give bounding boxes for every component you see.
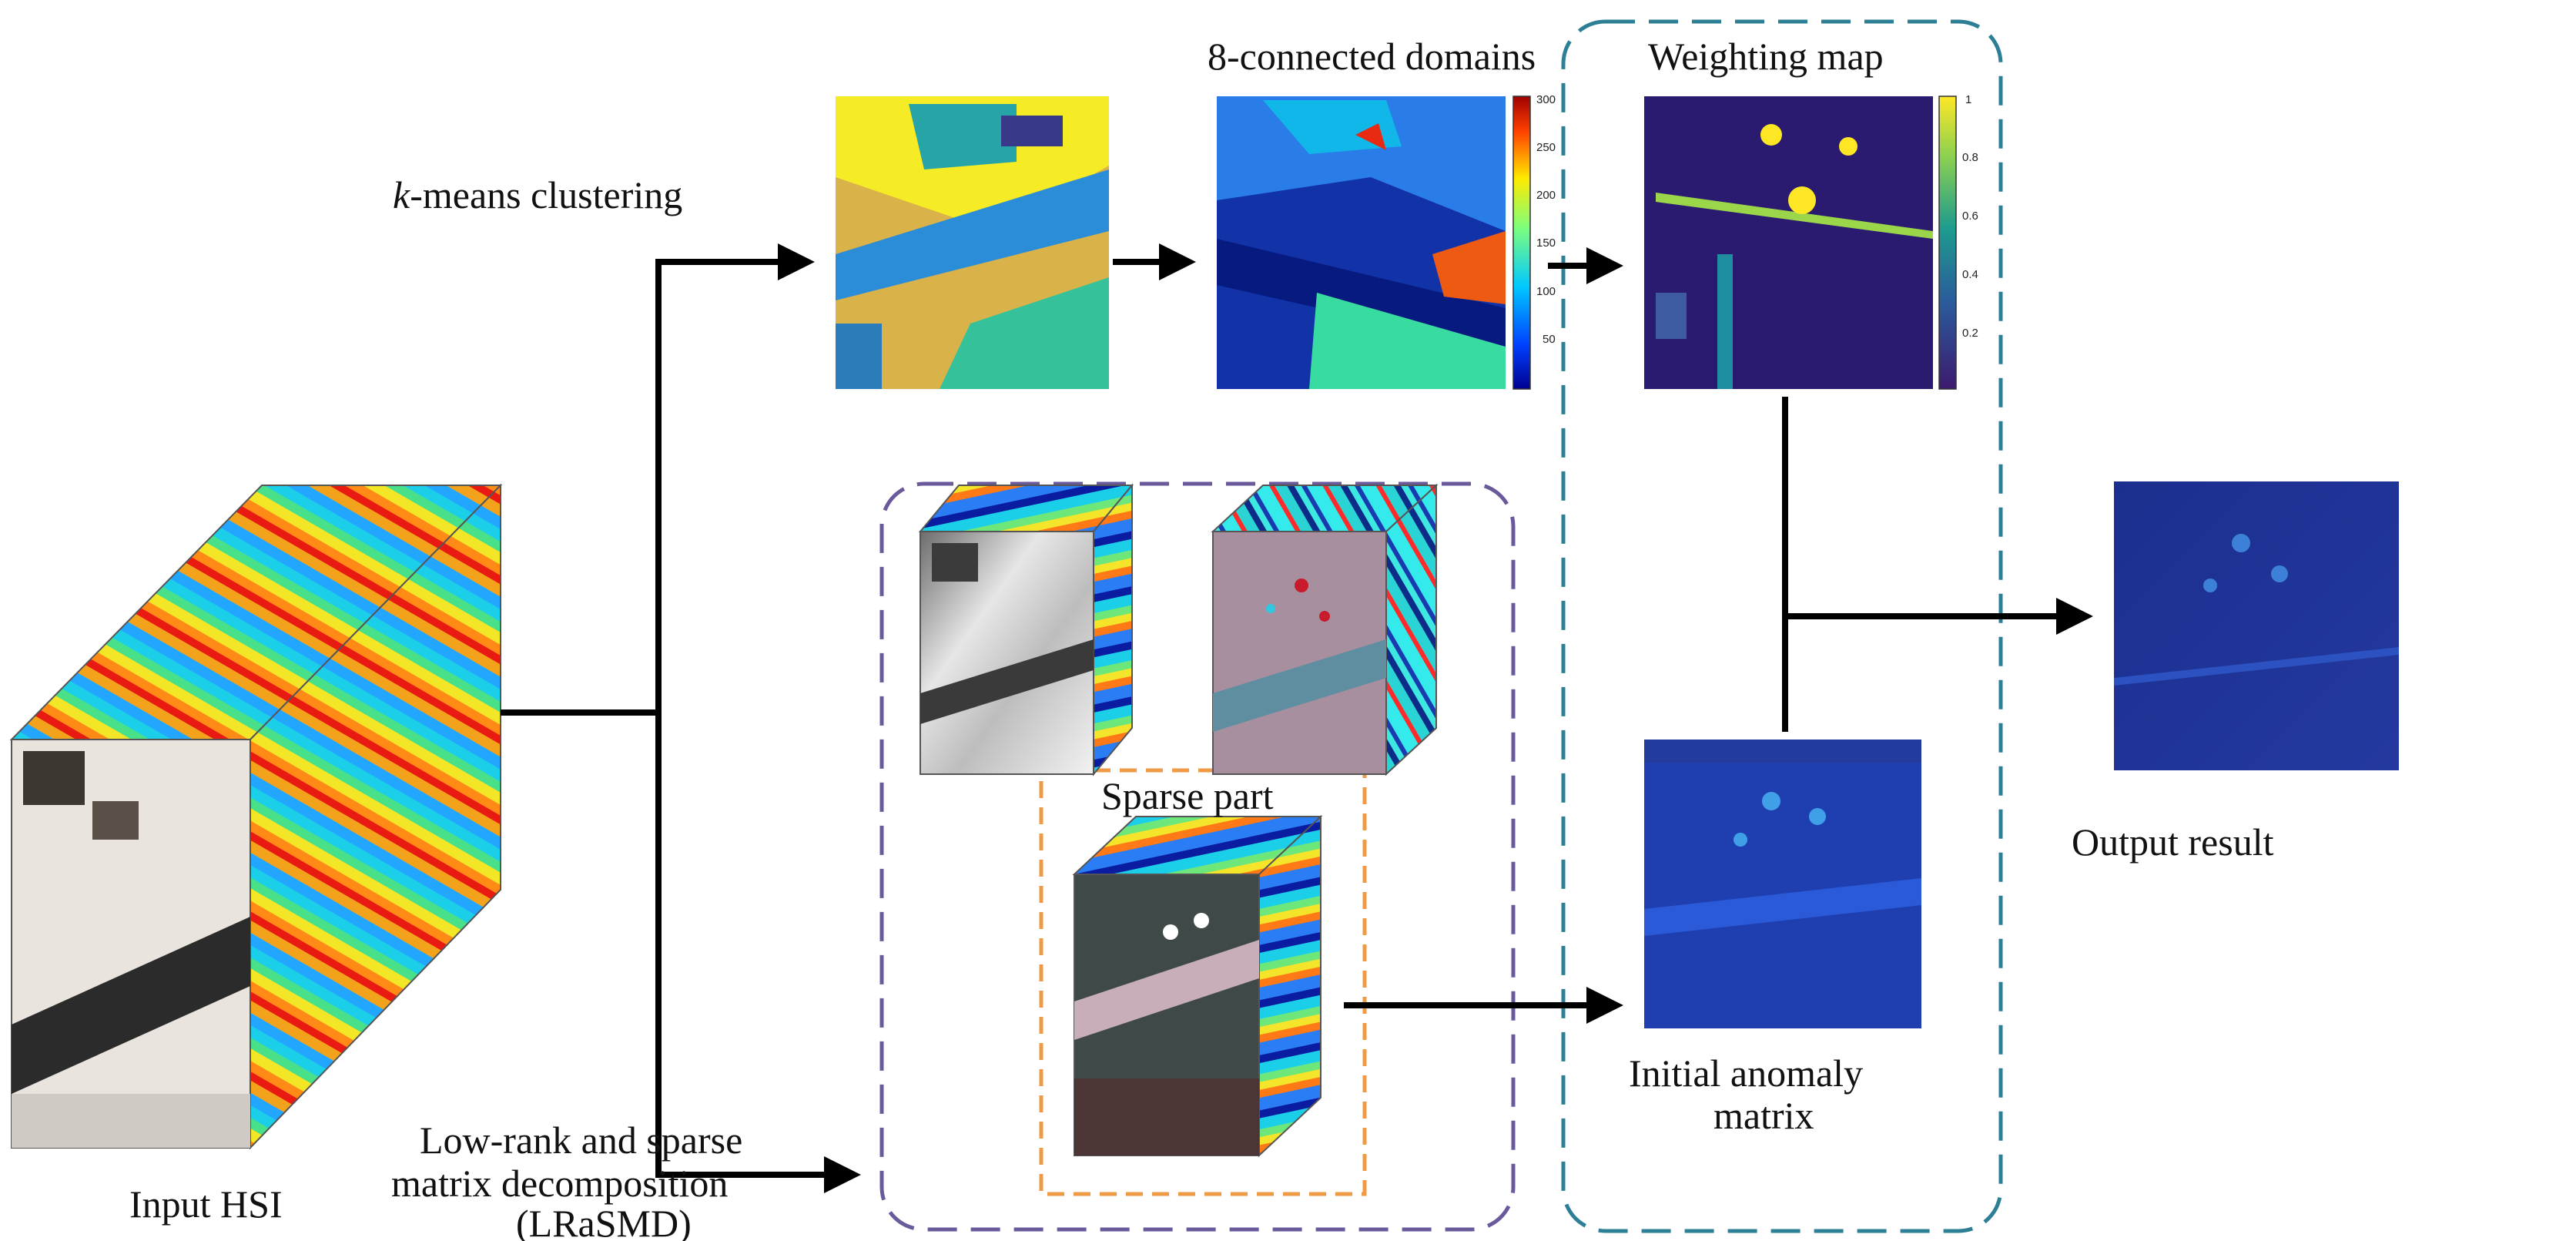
output-result-map <box>2114 481 2399 770</box>
weighting-colorbar <box>1938 96 1957 390</box>
kmeans-label: k-means clustering <box>393 173 682 216</box>
lrasmd-label-line1: Low-rank and sparse <box>420 1119 742 1162</box>
lrasmd-label-line3: (LRaSMD) <box>516 1202 692 1241</box>
kmeans-label-rest: -means clustering <box>410 173 682 216</box>
lrasmd-group-box <box>879 481 1516 1232</box>
anomaly-label-line1: Initial anomaly <box>1629 1051 1863 1095</box>
connected-tick-150: 150 <box>1536 236 1556 250</box>
low-rank-cube <box>918 483 1134 776</box>
connected-domains-label: 8-connected domains <box>1208 35 1536 78</box>
sparse-part-box <box>1039 768 1367 1196</box>
weighting-group-box <box>1561 19 2003 1233</box>
connector-arrows <box>501 243 2093 1193</box>
lrasmd-label-line2: matrix decomposition <box>391 1162 728 1205</box>
connected-tick-50: 50 <box>1543 333 1556 346</box>
weighting-tick-0-2: 0.2 <box>1962 327 1978 340</box>
anomaly-label-line2: matrix <box>1713 1094 1814 1137</box>
connected-tick-100: 100 <box>1536 285 1556 298</box>
initial-anomaly-map <box>1644 740 1921 1028</box>
weighting-tick-0-4: 0.4 <box>1962 268 1978 281</box>
connected-tick-250: 250 <box>1536 141 1556 154</box>
input-hsi-cube <box>9 483 503 1150</box>
sparse-part-label: Sparse part <box>1101 774 1274 817</box>
connected-colorbar-ticks: 300 250 200 150 100 50 <box>1536 93 1556 346</box>
connected-colorbar <box>1512 96 1531 390</box>
connected-domains-map <box>1217 96 1506 389</box>
decomposition-cube <box>1211 483 1439 776</box>
kmeans-k-letter: k <box>393 173 410 216</box>
kmeans-cluster-map <box>836 96 1109 389</box>
connected-tick-300: 300 <box>1536 93 1556 106</box>
weighting-tick-0-8: 0.8 <box>1962 151 1978 164</box>
output-result-label: Output result <box>2072 820 2274 864</box>
weighting-map <box>1644 96 1933 389</box>
connected-tick-200: 200 <box>1536 189 1556 202</box>
input-hsi-label: Input HSI <box>129 1182 283 1226</box>
weighting-tick-1: 1 <box>1965 93 1971 106</box>
sparse-part-cube <box>1072 814 1323 1158</box>
weighting-tick-0-6: 0.6 <box>1962 210 1978 223</box>
weighting-colorbar-ticks: 1 0.8 0.6 0.4 0.2 <box>1962 93 1978 340</box>
weighting-map-label: Weighting map <box>1648 35 1884 78</box>
